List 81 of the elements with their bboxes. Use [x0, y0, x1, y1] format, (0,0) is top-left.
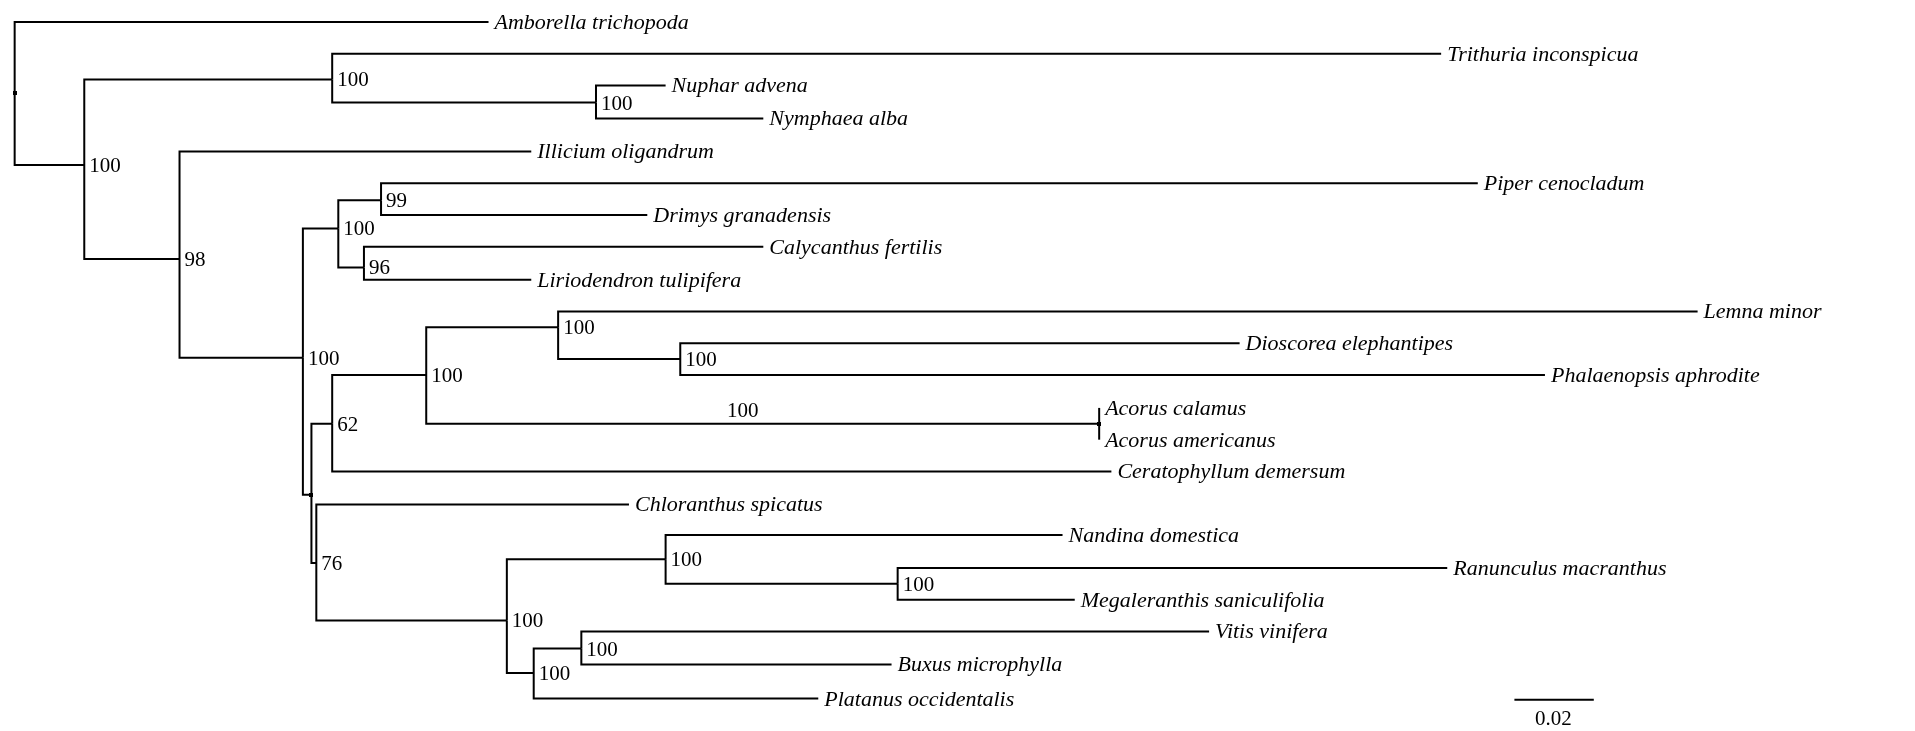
support-value: 100 [506, 609, 544, 631]
tree-branch [896, 566, 1449, 585]
taxon-name: Acorus americanus [1099, 428, 1276, 451]
taxon-name: Dioscorea elephantipes [1239, 332, 1454, 355]
taxon-name: Ranunculus macranthus [1447, 556, 1667, 579]
taxon-name: Buxus microphylla [891, 653, 1063, 676]
tree-branch [362, 266, 533, 281]
tree-branch [380, 199, 649, 216]
branch-point [1097, 421, 1102, 426]
taxon-name: Piper cenocladum [1477, 172, 1645, 195]
support-value: 100 [680, 348, 717, 370]
tree-branch [331, 78, 597, 104]
support-value: 100 [581, 638, 618, 659]
branch-point [12, 90, 17, 95]
tree-branch [310, 422, 334, 496]
taxon-name: Nymphaea alba [763, 107, 908, 130]
support-value: 100 [338, 217, 375, 239]
support-value: 100 [897, 573, 935, 595]
support-value: 98 [179, 248, 206, 270]
taxon-name: Megaleranthis saniculifolia [1074, 588, 1325, 611]
taxon-name: Amborella trichopoda [488, 10, 689, 33]
tree-branch [331, 422, 1113, 473]
tree-branch [580, 647, 893, 666]
support-value: 96 [363, 256, 390, 278]
support-value: 99 [381, 189, 408, 211]
tree-branch [664, 533, 1064, 561]
tree-branch [337, 199, 383, 230]
support-value: 100 [332, 68, 369, 90]
edge-label: 100 [726, 399, 759, 421]
taxon-name: Nuphar advena [665, 74, 808, 97]
tree-branch [679, 358, 1546, 376]
tree-branch [380, 182, 1479, 202]
tree-branch [178, 150, 533, 260]
taxon-name: Phalaenopsis aphrodite [1544, 363, 1760, 386]
tree-branch [315, 503, 630, 564]
tree-branch [362, 245, 765, 269]
tree-branch [13, 21, 490, 94]
taxon-name: Drimys granadensis [647, 203, 832, 226]
taxon-name: Lemna minor [1697, 300, 1822, 323]
tree-branch [83, 163, 181, 260]
taxon-name: Chloranthus spicatus [628, 493, 823, 516]
support-value: 100 [533, 662, 571, 684]
tree-branch [532, 647, 583, 674]
taxon-name: Liriodendron tulipifera [531, 268, 742, 291]
support-value: 100 [665, 548, 703, 570]
support-value: 100 [84, 154, 121, 176]
tree-branch [301, 227, 340, 359]
tree-branch [595, 84, 667, 104]
taxon-name: Illicium oligandrum [531, 140, 714, 163]
scale-value: 0.02 [1535, 708, 1572, 730]
taxon-name: Nandina domestica [1062, 523, 1240, 546]
tree-branch [679, 342, 1241, 361]
taxon-name: Platanus occidentalis [818, 687, 1015, 710]
tree-branch [595, 101, 765, 120]
tree-branch [331, 373, 428, 425]
support-value: 62 [332, 413, 359, 435]
tree-branch [896, 582, 1076, 601]
tree-branch [557, 326, 682, 361]
taxon-name: Acorus calamus [1099, 396, 1247, 419]
tree-branch [83, 78, 334, 166]
tree-branch [331, 52, 1443, 81]
taxon-name: Calycanthus fertilis [763, 235, 943, 258]
support-value: 100 [596, 92, 633, 114]
support-value: 100 [302, 347, 340, 369]
tree-branch [315, 562, 508, 622]
taxon-name: Ceratophyllum demersum [1111, 460, 1346, 483]
tree-branch [505, 558, 667, 622]
support-value: 76 [316, 552, 343, 574]
taxon-name: Trithuria inconspicua [1441, 42, 1639, 65]
tree-branch [178, 257, 304, 359]
branch-point [309, 492, 314, 497]
tree-branch [557, 310, 1699, 329]
support-value: 100 [426, 364, 463, 386]
tree-branch [580, 630, 1211, 650]
tree-branch [532, 671, 820, 700]
tree-branch [505, 619, 535, 674]
taxon-name: Vitis vinifera [1209, 620, 1328, 643]
tree-branch [664, 558, 899, 585]
tree-branch [425, 326, 560, 376]
support-value: 100 [558, 316, 595, 338]
tree-branch [337, 227, 365, 269]
